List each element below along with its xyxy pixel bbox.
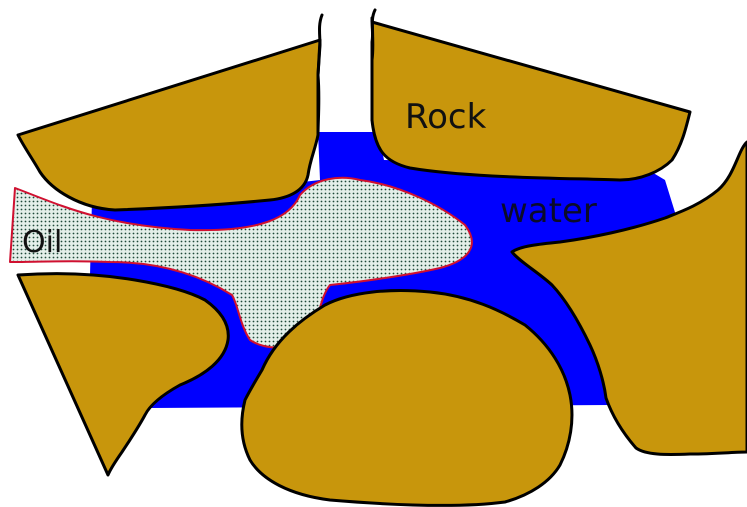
rock-top-left xyxy=(18,40,320,210)
rock-label: Rock xyxy=(405,97,487,137)
water-label: water xyxy=(500,191,597,231)
oil-label: Oil xyxy=(22,225,62,260)
rock-left xyxy=(18,274,228,475)
